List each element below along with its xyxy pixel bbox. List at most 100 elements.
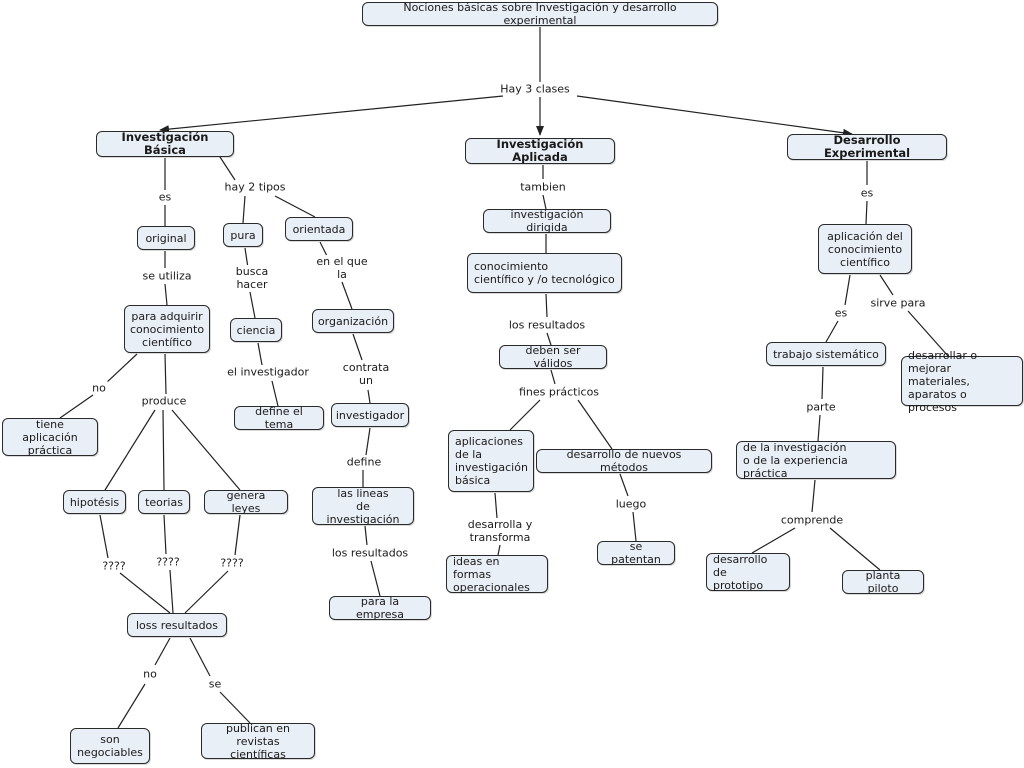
link-label-contrata-un: contrata un xyxy=(340,361,392,387)
investigacion-dirigida-concept[interactable]: investigación dirigida xyxy=(483,208,611,234)
link-line xyxy=(364,525,368,546)
desarrollar-mejorar-concept[interactable]: desarrollar o mejorar materiales, aparat… xyxy=(901,349,1023,414)
link-label-fines-practicos: fines prácticos xyxy=(516,385,602,399)
link-line xyxy=(546,332,552,346)
link-line xyxy=(907,310,949,357)
link-line xyxy=(545,293,548,318)
link-line xyxy=(163,514,167,555)
link-line xyxy=(817,414,821,442)
link-line xyxy=(271,380,279,407)
link-label-comprende: comprende xyxy=(778,513,846,527)
aplicacion-conocimiento-concept[interactable]: aplicación del conocimiento científico xyxy=(818,224,912,274)
link-line xyxy=(577,399,613,450)
link-label-produce: produce xyxy=(139,394,189,408)
se-patentan-concept[interactable]: se patentan xyxy=(597,540,675,566)
link-label-los-resultados: los resultados xyxy=(329,546,411,560)
link-label-unknown-1: ???? xyxy=(100,559,128,573)
link-label-tambien: tambien xyxy=(518,180,568,194)
link-line xyxy=(550,369,556,385)
link-line xyxy=(497,544,501,556)
link-line xyxy=(219,156,236,181)
link-line xyxy=(189,637,211,677)
define-el-tema-concept[interactable]: define el tema xyxy=(234,405,324,431)
aplicaciones-basica-concept[interactable]: aplicaciones de la investigación básica xyxy=(448,430,534,492)
link-label-es: es xyxy=(156,190,174,204)
link-line xyxy=(164,353,167,395)
nuevos-metodos-concept[interactable]: desarrollo de nuevos métodos xyxy=(536,448,712,474)
link-line xyxy=(494,492,498,519)
link-line xyxy=(171,409,241,491)
link-label-hay-3-clases: Hay 3 clases xyxy=(498,82,572,96)
link-line xyxy=(844,274,851,306)
link-line xyxy=(162,409,165,491)
link-line xyxy=(811,479,816,513)
para-la-empresa-concept[interactable]: para la empresa xyxy=(329,595,431,621)
link-label-es-2: es xyxy=(832,306,850,320)
link-line xyxy=(234,514,241,556)
hipotesis-concept[interactable]: hipotésis xyxy=(63,490,126,514)
link-line xyxy=(164,283,168,306)
link-line xyxy=(352,333,363,361)
link-line xyxy=(509,399,541,431)
desarrollo-experimental-concept[interactable]: Desarrollo Experimental xyxy=(787,134,947,160)
adquirir-conocimiento-concept[interactable]: para adquirir conocimiento científico xyxy=(124,305,210,353)
link-label-no: no xyxy=(90,381,108,395)
link-line xyxy=(119,572,171,614)
link-line xyxy=(169,569,174,614)
link-label-es-exp: es xyxy=(858,186,876,200)
link-line xyxy=(184,570,229,614)
son-negociables-concept[interactable]: son negociables xyxy=(70,728,150,764)
link-line xyxy=(619,473,629,497)
link-line xyxy=(341,281,353,310)
loss-resultados-concept[interactable]: loss resultados xyxy=(127,613,227,637)
link-label-desarrolla-transforma: desarrolla y transforma xyxy=(465,518,535,544)
link-label-hay-2-tipos: hay 2 tipos xyxy=(222,180,288,194)
link-label-los-resultados-2: los resultados xyxy=(506,318,588,332)
investigacion-basica-concept[interactable]: Investigación Básica xyxy=(96,131,234,157)
link-line xyxy=(865,200,868,225)
tiene-aplicacion-concept[interactable]: tiene aplicación práctica xyxy=(2,418,98,457)
link-line xyxy=(879,274,894,296)
link-label-en-el-que: en el que la xyxy=(314,255,370,281)
trabajo-sistematico-concept[interactable]: trabajo sistemático xyxy=(766,342,886,366)
genera-leyes-concept[interactable]: genera leyes xyxy=(204,489,288,515)
conocimiento-tecnologico-concept[interactable]: conocimiento científico y /o tecnológico xyxy=(467,253,622,293)
pura-concept[interactable]: pura xyxy=(223,223,263,247)
link-line xyxy=(242,195,246,224)
link-arrow xyxy=(159,95,504,134)
investigacion-aplicada-concept[interactable]: Investigación Aplicada xyxy=(465,138,615,164)
link-line xyxy=(821,366,824,400)
link-line xyxy=(257,342,263,366)
link-arrow xyxy=(576,95,853,137)
link-label-se-utiliza: se utiliza xyxy=(140,269,194,283)
investigador-concept[interactable]: investigador xyxy=(331,403,409,427)
lineas-investigacion-concept[interactable]: las lineas de investigación xyxy=(312,487,414,526)
link-label-parte: parte xyxy=(804,400,838,414)
orientada-concept[interactable]: orientada xyxy=(285,217,353,241)
link-label-se: se xyxy=(206,677,224,691)
teorias-concept[interactable]: teorias xyxy=(138,490,190,514)
desarrollo-prototipo-concept[interactable]: desarrollo de prototipo xyxy=(706,553,790,592)
link-line xyxy=(365,427,371,456)
ideas-operacionales-concept[interactable]: ideas en formas operacionales xyxy=(446,555,548,594)
root-concept[interactable]: Nociones básicas sobre Investigación y d… xyxy=(362,1,718,27)
link-line xyxy=(370,560,381,597)
link-label-el-investigador: el investigador xyxy=(225,365,311,379)
link-line xyxy=(249,291,256,319)
link-label-no-2: no xyxy=(141,667,159,681)
organizacion-concept[interactable]: organización xyxy=(312,309,394,333)
planta-piloto-concept[interactable]: planta piloto xyxy=(842,569,924,595)
link-line xyxy=(825,320,839,343)
link-line xyxy=(219,691,251,724)
de-la-investigacion-concept[interactable]: de la investigación o de la experiencia … xyxy=(736,441,896,480)
ciencia-concept[interactable]: ciencia xyxy=(230,318,282,342)
link-line xyxy=(367,389,371,404)
deben-ser-validos-concept[interactable]: deben ser válidos xyxy=(499,344,607,370)
original-concept[interactable]: original xyxy=(137,226,195,250)
link-label-luego: luego xyxy=(613,497,649,511)
link-line xyxy=(274,195,316,218)
publican-revistas-concept[interactable]: publican en revistas científicas xyxy=(201,722,315,761)
link-label-sirve-para: sirve para xyxy=(868,296,928,310)
link-line xyxy=(829,527,881,571)
